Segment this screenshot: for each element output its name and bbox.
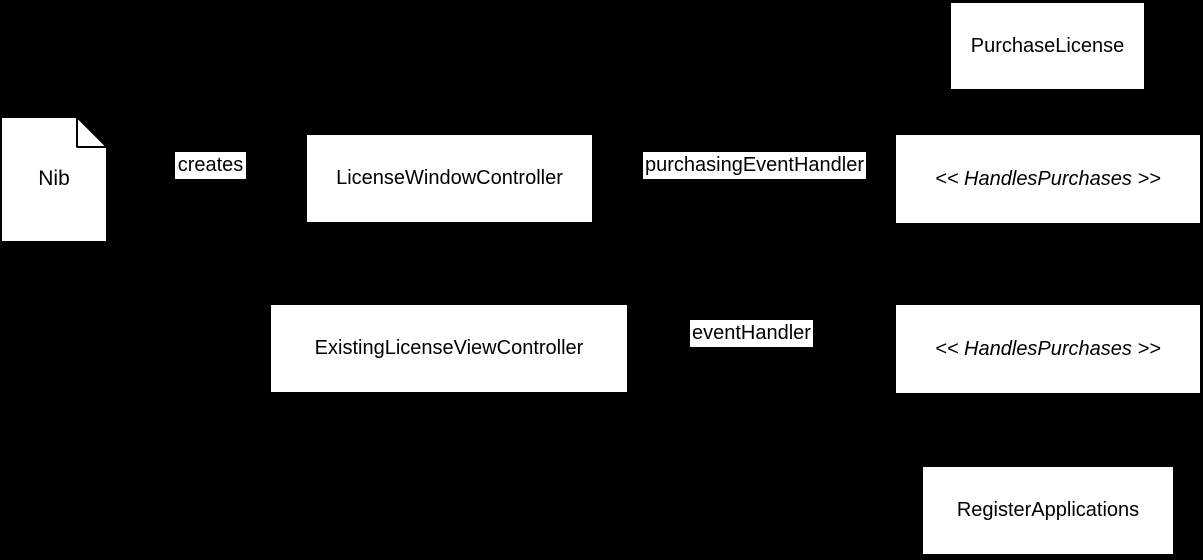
nib-document-icon xyxy=(0,116,108,243)
node-register-applications: RegisterApplications xyxy=(923,467,1173,554)
node-existing-license-view-controller: ExistingLicenseViewController xyxy=(271,305,627,392)
node-license-window-controller: LicenseWindowController xyxy=(307,135,592,222)
edge-label-purchasing-event-handler: purchasingEventHandler xyxy=(643,152,867,179)
edge-label-creates: creates xyxy=(175,152,246,179)
node-nib: Nib xyxy=(38,167,70,190)
node-purchase-license: PurchaseLicense xyxy=(951,3,1144,89)
node-handles-purchases-protocol-bottom: << HandlesPurchases >> xyxy=(896,305,1200,393)
edge-label-event-handler: eventHandler xyxy=(690,320,813,347)
node-handles-purchases-protocol-top: << HandlesPurchases >> xyxy=(896,135,1200,223)
